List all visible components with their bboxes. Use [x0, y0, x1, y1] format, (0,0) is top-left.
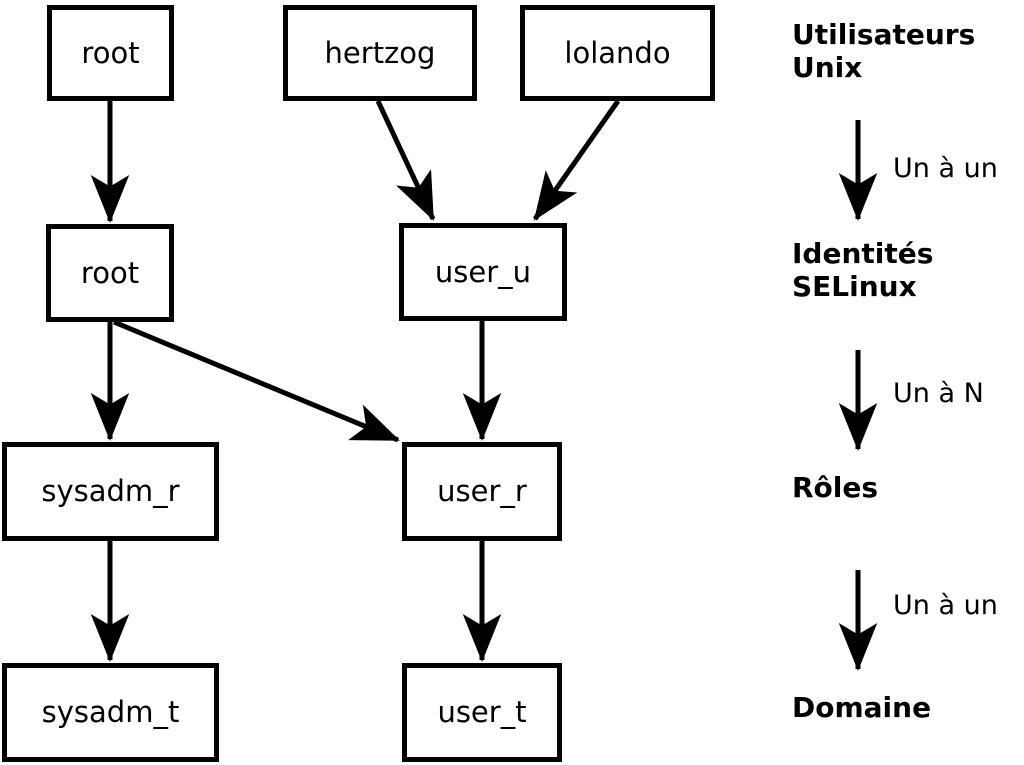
legend-layer-selinux-identities: Identités SELinux	[792, 237, 934, 304]
node-unix-user-root[interactable]: root	[47, 5, 174, 101]
legend-relation-unix-to-identity: Un à un	[893, 153, 998, 184]
node-unix-user-hertzog[interactable]: hertzog	[283, 5, 477, 101]
edge-identity-root-to-user-r	[113, 319, 400, 443]
node-label: root	[81, 35, 140, 70]
node-identity-root[interactable]: root	[46, 224, 174, 322]
node-domain-sysadm-t[interactable]: sysadm_t	[2, 663, 219, 762]
legend-layer-unix-users: Utilisateurs Unix	[792, 18, 976, 85]
node-label: hertzog	[324, 35, 436, 70]
legend-layer-roles: Rôles	[792, 471, 879, 504]
node-role-user-r[interactable]: user_r	[402, 442, 562, 541]
node-label: root	[80, 255, 140, 290]
legend-relation-identity-to-role: Un à N	[893, 378, 984, 409]
node-identity-user-u[interactable]: user_u	[399, 223, 567, 321]
edge-hertzog-to-user-u	[375, 99, 436, 221]
node-domain-user-t[interactable]: user_t	[402, 663, 562, 762]
legend-relation-role-to-domain: Un à un	[893, 590, 998, 621]
node-label: sysadm_r	[41, 474, 180, 508]
node-role-sysadm-r[interactable]: sysadm_r	[2, 442, 219, 541]
node-label: sysadm_t	[41, 695, 180, 729]
node-label: user_t	[437, 695, 527, 729]
node-unix-user-lolando[interactable]: lolando	[520, 5, 715, 101]
node-label: user_u	[434, 254, 532, 289]
node-label: lolando	[564, 35, 671, 70]
node-label: user_r	[437, 474, 527, 508]
legend-layer-domains: Domaine	[792, 691, 932, 724]
edge-lolando-to-user-u	[532, 99, 621, 221]
